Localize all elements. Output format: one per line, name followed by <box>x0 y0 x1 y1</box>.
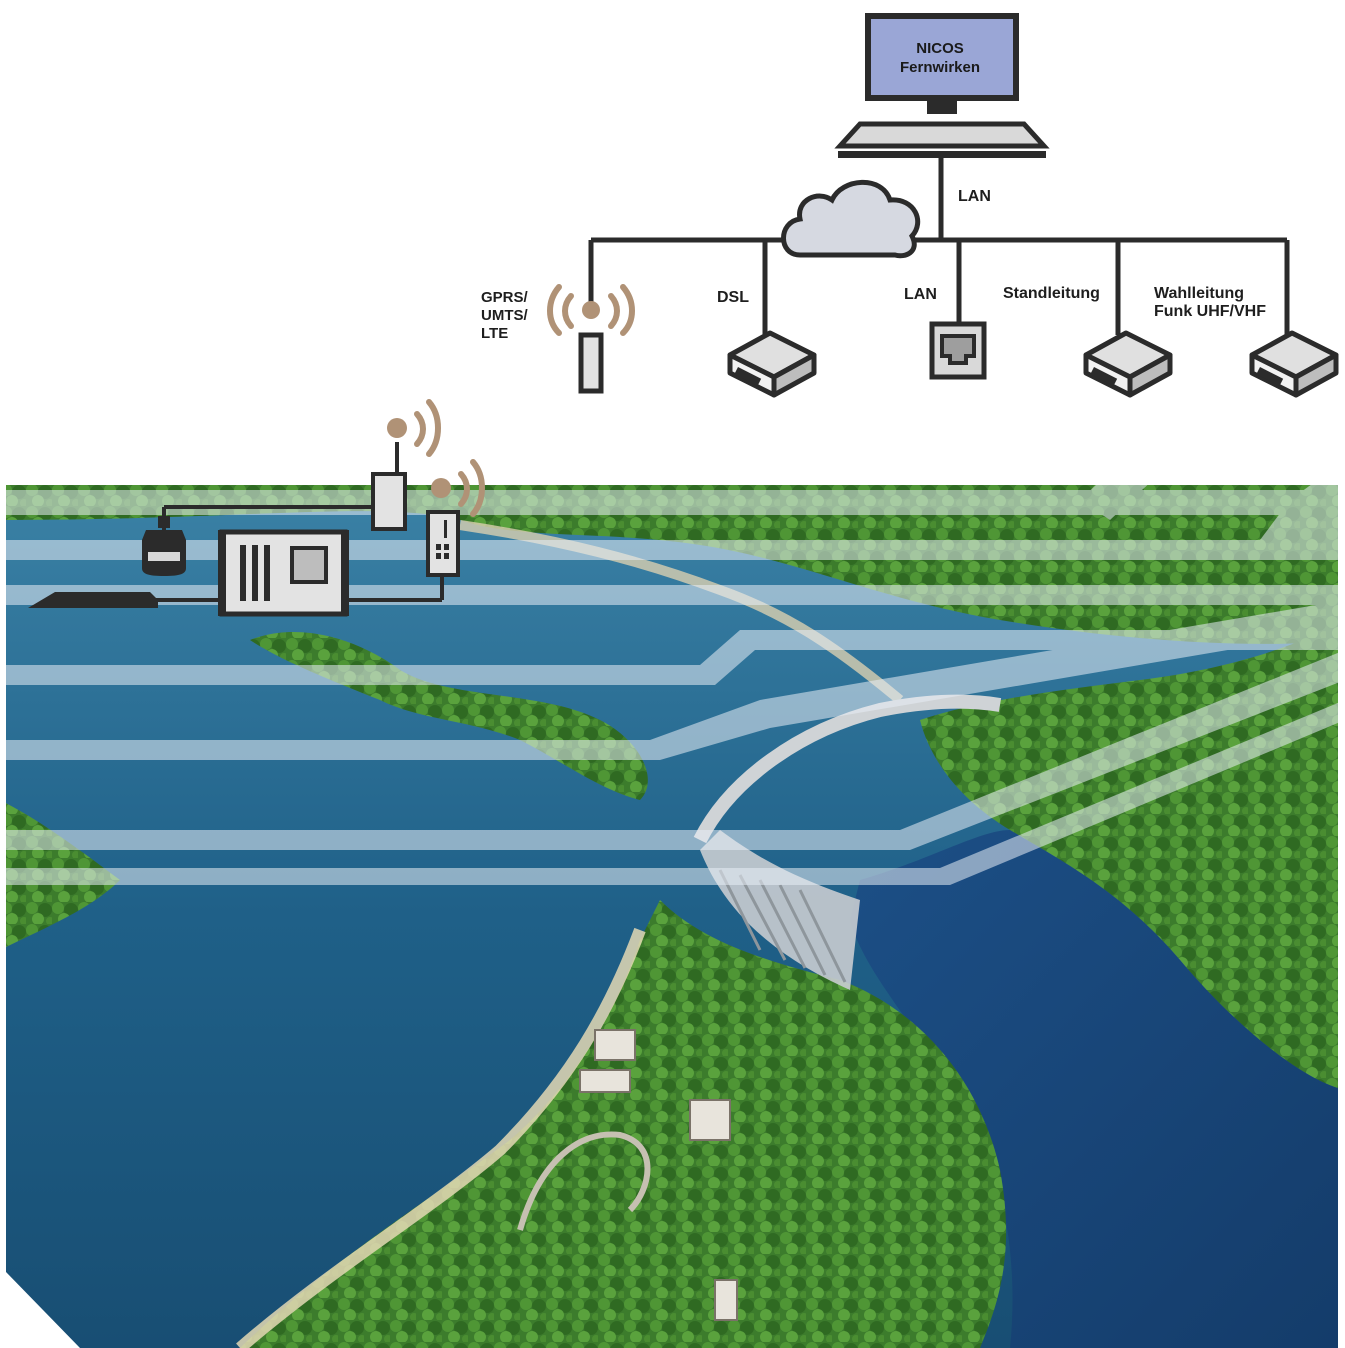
wahlleitung-label-line1: Wahlleitung <box>1154 285 1244 302</box>
signal-waves-icon <box>547 284 635 336</box>
monitor-screen <box>871 19 1013 95</box>
gprs-label-line2: UMTS/ <box>481 307 528 324</box>
peninsula-forest <box>240 900 1007 1348</box>
road <box>517 1131 651 1231</box>
flat-sensor-icon <box>28 592 158 608</box>
monitor-icon: NICOS Fernwirken <box>834 13 1050 158</box>
river <box>850 830 1338 1348</box>
field-wiring <box>150 442 444 602</box>
lan-main-label: LAN <box>958 188 991 205</box>
standleitung-label: Standleitung <box>1003 285 1100 302</box>
lan-socket-icon <box>929 321 987 380</box>
radio-modem-icon <box>371 472 407 531</box>
buildings <box>579 1029 738 1321</box>
radio-signal-icon <box>414 399 441 457</box>
network-switch-icon <box>426 510 460 577</box>
rtu-controller-icon <box>218 529 349 617</box>
dsl-modem-icon <box>727 330 817 398</box>
cloud-icon <box>781 179 921 259</box>
aerial-photo <box>6 485 1338 1348</box>
right-forest <box>920 620 1338 1090</box>
lan-branch-label: LAN <box>904 286 937 303</box>
gprs-label-line3: LTE <box>481 325 508 342</box>
switch-signal-icon <box>458 459 485 517</box>
keyboard-icon <box>834 121 1050 149</box>
dsl-label: DSL <box>717 289 749 306</box>
standleitung-modem-icon <box>1083 330 1173 398</box>
peninsula-shore <box>236 927 646 1348</box>
sensor-icon <box>142 516 186 576</box>
gprs-antenna-icon <box>547 284 635 394</box>
monitor-stand <box>927 101 957 114</box>
field-equipment <box>28 399 485 617</box>
dam-ridges <box>718 869 847 983</box>
wahlleitung-label-line2: Funk UHF/VHF <box>1154 303 1266 320</box>
wahlleitung-modem-icon <box>1249 330 1339 398</box>
network-lines <box>588 158 1290 335</box>
monitor-title-line1: NICOS <box>916 40 964 57</box>
keyboard-base <box>838 151 1046 158</box>
gprs-label-line1: GPRS/ <box>481 289 529 306</box>
switch-antenna-icon <box>431 478 451 498</box>
radio-antenna-icon <box>387 418 407 438</box>
dam-crest <box>693 694 1002 844</box>
monitor-title-line2: Fernwirken <box>900 59 980 76</box>
